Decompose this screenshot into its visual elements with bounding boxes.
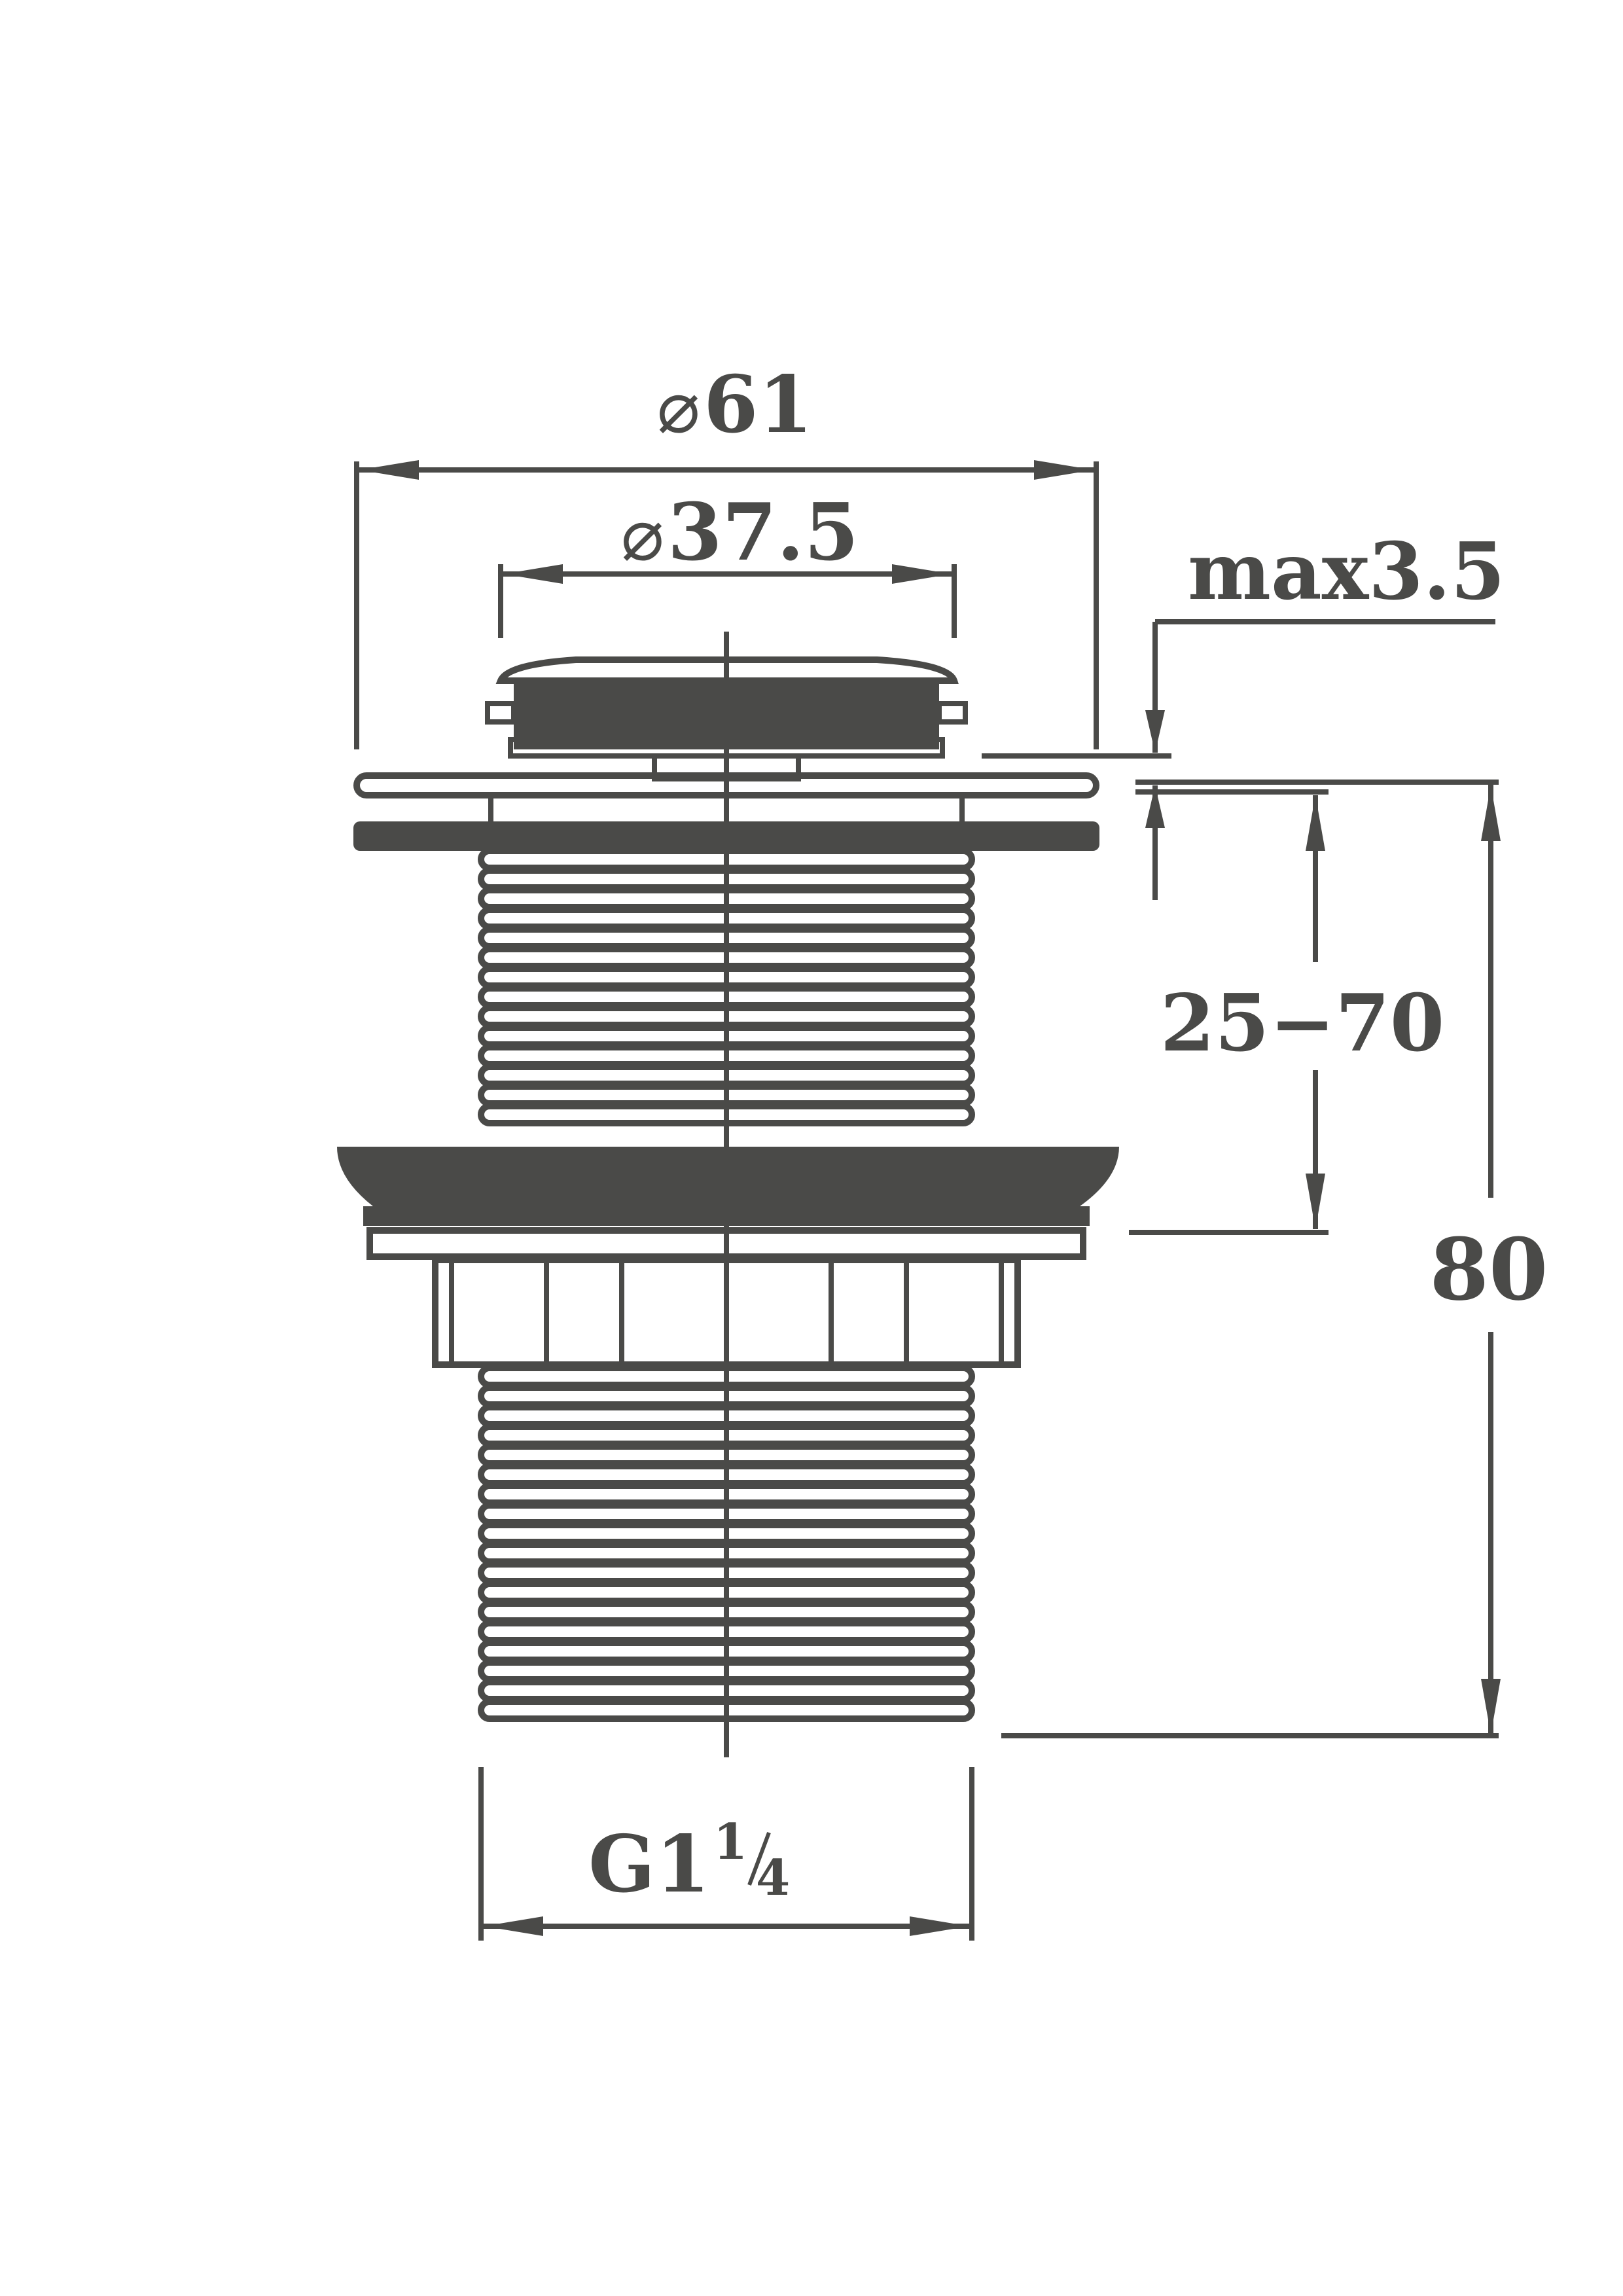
outer-diameter-symbol: ⌀: [657, 365, 700, 449]
outer-diameter-value: 61: [704, 359, 813, 451]
thread-fraction-numerator: 1: [713, 1813, 747, 1871]
max-thickness-label: max3.5: [1188, 526, 1505, 618]
dimension-total-height: 80: [1001, 782, 1548, 1738]
total-height-label: 80: [1430, 1219, 1548, 1319]
thread-fraction-denominator: 4: [756, 1849, 790, 1907]
dimension-outer-diameter: ⌀ 61: [354, 359, 1099, 749]
cap-diameter-symbol: ⌀: [621, 493, 664, 577]
clamp-range-label: 25−70: [1160, 977, 1445, 1069]
dimension-thread: G1 1 4: [478, 1767, 974, 1941]
cap-diameter-value: 37.5: [668, 486, 859, 579]
dimension-cap-diameter: ⌀ 37.5: [498, 486, 957, 638]
dimension-max-thickness: max3.5: [982, 526, 1505, 900]
thread-label-main: G1: [588, 1818, 710, 1910]
dimension-clamp-range: 25−70: [1129, 780, 1499, 1235]
